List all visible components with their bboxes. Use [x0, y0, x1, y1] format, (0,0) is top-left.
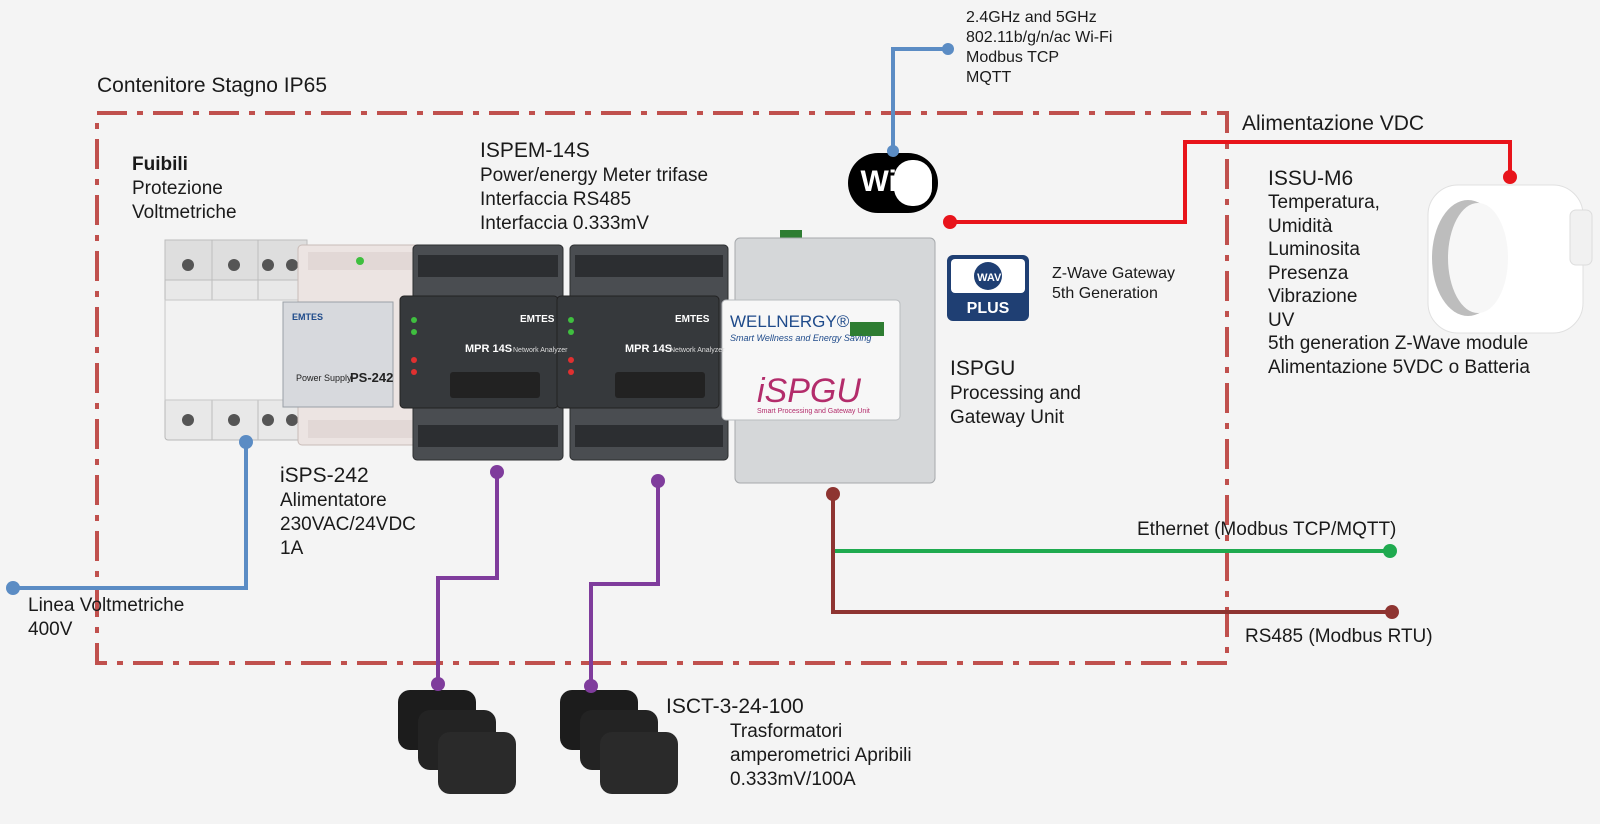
meter2-model-sub: Network Analyzer — [670, 347, 725, 354]
issu-line: Alimentazione 5VDC o Batteria — [1268, 356, 1530, 378]
issu-line: Presenza — [1268, 262, 1349, 284]
fuses-block: Fuibili Protezione Voltmetriche — [132, 153, 237, 225]
ispem-line: Interfaccia RS485 — [480, 189, 632, 210]
wifi-logo-text: WiFi — [860, 165, 923, 198]
issu-line: 5th generation Z-Wave module — [1268, 333, 1529, 354]
ispgu-device — [721, 230, 936, 484]
isps-line: 230VAC/24VDC — [280, 514, 416, 535]
zwave-logo-top: Z WAVE — [967, 272, 1008, 284]
wifi-wire — [891, 47, 948, 151]
current-transformer-1 — [398, 690, 516, 794]
ethernet-label: Ethernet (Modbus TCP/MQTT) — [1137, 519, 1397, 540]
isct-line: 0.333mV/100A — [730, 769, 856, 790]
ispgu-logo-sub: Smart Processing and Gateway Unit — [757, 408, 870, 415]
wifi-spec-line: MQTT — [966, 69, 1012, 86]
rs485-label: RS485 (Modbus RTU) — [1245, 626, 1433, 647]
isct-title: ISCT-3-24-100 — [666, 695, 804, 718]
zwave-line: Z-Wave Gateway — [1052, 265, 1175, 282]
wifi-logo-icon — [848, 153, 938, 213]
meter1-model: MPR 14S — [465, 343, 512, 355]
ps-brand: EMTES — [292, 312, 323, 322]
wifi-spec-line: 2.4GHz and 5GHz — [966, 9, 1097, 26]
isct-line: amperometrici Apribili — [730, 745, 912, 766]
fuses-line: Protezione — [132, 178, 223, 199]
ispgu-line: Gateway Unit — [950, 407, 1065, 428]
linea-block: Linea Voltmetriche 400V — [28, 594, 184, 642]
isct-line: Trasformatori — [730, 721, 843, 742]
multisensor-device — [1427, 184, 1593, 334]
enclosure-border — [95, 111, 1229, 665]
meter2-brand: EMTES — [675, 314, 710, 325]
meter-device-2 — [556, 244, 729, 461]
issu-line: UV — [1268, 309, 1295, 331]
ispem-block: ISPEM-14S Power/energy Meter trifase Int… — [480, 138, 708, 236]
issu-line: Luminosita — [1268, 239, 1360, 260]
meter1-model-sub: Network Analyzer — [513, 347, 568, 354]
ispgu-title: ISPGU — [950, 357, 1016, 380]
meter1-brand: EMTES — [520, 314, 555, 325]
power-supply-device — [282, 244, 429, 446]
fuses-line: Voltmetriche — [132, 202, 237, 223]
ispgu-line: Processing and — [950, 383, 1081, 404]
ispem-line: Power/energy Meter trifase — [480, 165, 709, 186]
wifi-spec-block: 2.4GHz and 5GHz 802.11b/g/n/ac Wi-Fi Mod… — [966, 8, 1112, 88]
zwave-block: Z-Wave Gateway 5th Generation — [1052, 264, 1175, 304]
ispgu-logo: iSPGU — [757, 372, 861, 410]
ispem-line: Interfaccia 0.333mV — [480, 213, 649, 234]
rs485-wire — [831, 494, 1392, 614]
zwave-plus-logo-icon — [947, 255, 1029, 321]
ispgu-brand: WELLNERGY® — [730, 312, 850, 331]
ct-wire-2 — [589, 481, 660, 686]
isps-block: iSPS-242 Alimentatore 230VAC/24VDC 1A — [280, 463, 416, 561]
enclosure-title: Contenitore Stagno IP65 — [97, 74, 327, 97]
ct-wire-1 — [436, 472, 499, 684]
zwave-logo-bottom: PLUS — [967, 300, 1010, 317]
issu-line: Umidità — [1268, 215, 1333, 237]
linea-sub: 400V — [28, 619, 73, 640]
ispem-title: ISPEM-14S — [480, 139, 590, 162]
issu-title: ISSU-M6 — [1268, 167, 1354, 190]
isps-title: iSPS-242 — [280, 464, 369, 487]
ispgu-brand-sub: Smart Wellness and Energy Saving — [730, 333, 871, 343]
wifi-spec-line: 802.11b/g/n/ac Wi-Fi — [966, 29, 1113, 46]
issu-line: Temperatura, — [1268, 192, 1380, 213]
ispgu-block: ISPGU Processing and Gateway Unit — [950, 356, 1081, 430]
isct-block: ISCT-3-24-100 Trasformatori amperometric… — [666, 694, 912, 792]
meter2-model: MPR 14S — [625, 343, 672, 355]
wifi-spec-line: Modbus TCP — [966, 49, 1060, 66]
issu-line: Vibrazione — [1268, 286, 1358, 307]
current-transformer-2 — [560, 690, 678, 794]
voltage-line-wire — [13, 442, 248, 590]
issu-block: ISSU-M6 Temperatura, Umidità Luminosita … — [1268, 166, 1530, 379]
meter-device-1 — [399, 244, 564, 461]
isps-line: Alimentatore — [280, 490, 387, 511]
isps-line: 1A — [280, 538, 304, 559]
power-supply-label: Alimentazione VDC — [1242, 112, 1425, 135]
power-vdc-wire — [950, 140, 1512, 224]
zwave-line: 5th Generation — [1052, 285, 1158, 302]
ps-model: PS-242 — [350, 370, 393, 385]
ps-small: Power Supply — [296, 373, 352, 383]
fuses-title: Fuibili — [132, 154, 188, 175]
linea-title: Linea Voltmetriche — [28, 595, 185, 616]
